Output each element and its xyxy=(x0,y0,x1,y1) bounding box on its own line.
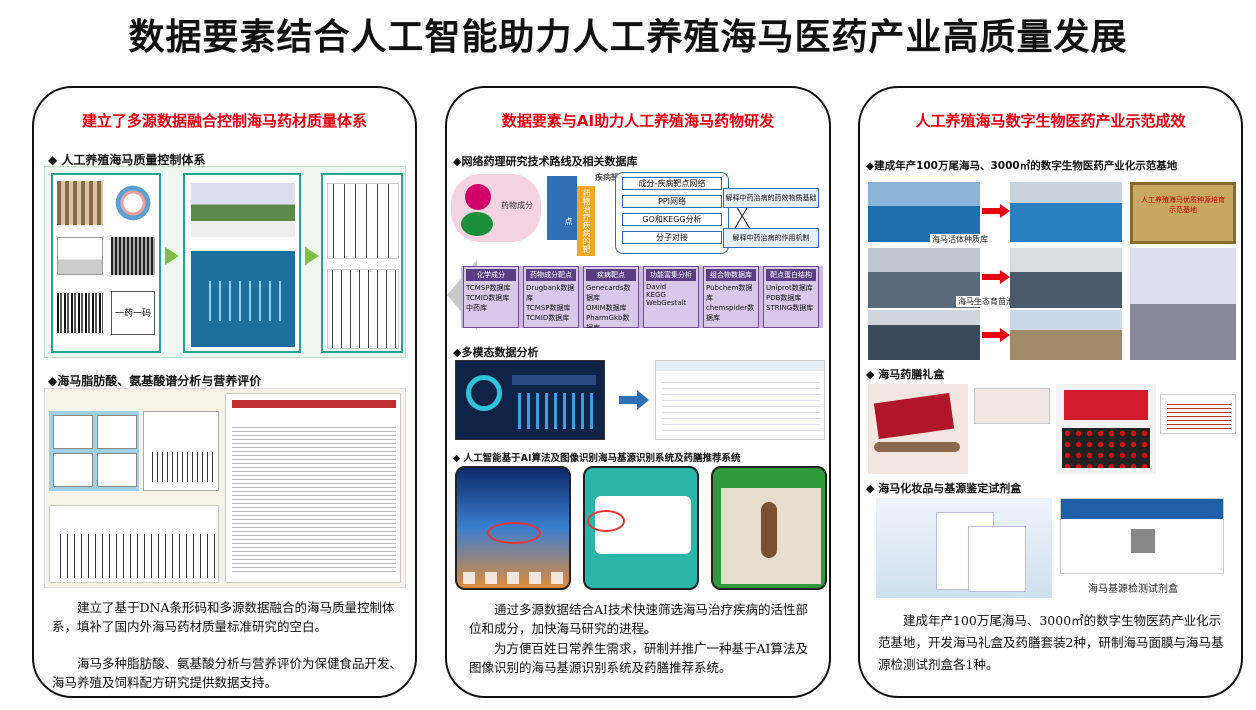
barcode-image xyxy=(57,293,103,333)
page-title: 数据要素结合人工智能助力人工养殖海马医药产业高质量发展 xyxy=(128,17,1128,58)
db-column: 药物成分靶点 Drugbank数据库 TCMSP数据库 TCMID数据库 xyxy=(523,266,579,328)
gift-set-photo xyxy=(1056,384,1156,474)
chromatogram-image xyxy=(143,411,219,491)
seahorse-specimen-image xyxy=(57,181,103,225)
panel-title: 人工养殖海马数字生物医药产业示范成效 xyxy=(915,112,1186,130)
db-column: 化学成分 TCMSP数据库 TCMID数据库 中药库 xyxy=(463,266,519,328)
panel-description: 建成年产100万尾海马、3000㎡的数字生物医药产业化示范基地，开发海马礼盒及药… xyxy=(878,613,1224,672)
facility-photo xyxy=(868,310,980,360)
tlc-plate-image xyxy=(191,251,295,347)
panel-title: 建立了多源数据融合控制海马药材质量体系 xyxy=(81,112,367,130)
analysis-step: 分子对接 xyxy=(622,231,722,244)
disease-target-label: 疾病靶点 xyxy=(595,173,627,182)
face-mask-product-photo xyxy=(876,498,1052,598)
phone-screenshot-home xyxy=(455,466,571,590)
section-heading: ◆ 人工养殖海马质量控制体系 xyxy=(48,153,206,167)
panel-description: 建立了基于DNA条形码和多源数据融合的海马质量控制体系，填补了国内外海马药材质量… xyxy=(52,600,395,634)
db-column: 组合物数据库 Pubchem数据库 chemspider数据库 xyxy=(703,266,759,328)
dna-gel-image xyxy=(111,237,155,275)
data-table-screenshot xyxy=(655,360,825,440)
db-column: 功能富集分析 David KEGG WebGestalt xyxy=(643,266,699,328)
one-drug-one-code-label: 一药一码 xyxy=(111,291,155,335)
kit-caption: 海马基源检测试剂盒 xyxy=(1088,584,1178,595)
paper-page-image xyxy=(225,393,401,583)
facility-interior-photo xyxy=(1130,248,1236,360)
seahorse-farm-photo xyxy=(868,182,980,242)
network-pharmacology-diagram: 药物成分 疾病靶点 药物治疗疾病的靶点 成分-疾病靶点网络 PPI网络 GO和K… xyxy=(447,168,829,348)
sample-photo xyxy=(191,183,295,237)
panel-description: 通过多源数据结合AI技术快速筛选海马治疗疾病的活性部位和成分，加快海马研究的进程… xyxy=(469,602,808,636)
seahorse-species-photos xyxy=(49,411,139,491)
building-photo xyxy=(1010,310,1122,360)
section-heading: ◆建成年产100万尾海马、3000㎡的数字生物医药产业化示范基地 xyxy=(866,160,1178,172)
tcm-label: 药物成分 xyxy=(501,201,533,210)
arrow-right-icon xyxy=(982,204,1010,218)
amino-acid-spectrum xyxy=(49,505,219,583)
panel-ai-drug-research: 数据要素与AI助力人工养殖海马药物研发 ◆网络药理研究技术路线及相关数据库 药物… xyxy=(445,86,831,698)
section-heading: ◆海马脂肪酸、氨基酸谱分析与营养评价 xyxy=(48,374,262,388)
arrow-right-icon xyxy=(619,390,649,410)
panel-description: 为方便百姓日常养生需求，研制并推广一种基于AI算法及图像识别的海马基源识别系统及… xyxy=(469,641,808,675)
flow-arrow xyxy=(305,247,319,265)
analysis-step: GO和KEGG分析 xyxy=(622,213,722,226)
honor-plaque: 人工养殖海马优质种源培育示范基地 xyxy=(1130,182,1236,244)
db-column: 靶点蛋白结构 Uniprot数据库 PDB数据库 STRING数据库 xyxy=(763,266,819,328)
database-table: 化学成分 TCMSP数据库 TCMID数据库 中药库 药物成分靶点 Drugba… xyxy=(461,266,823,328)
analysis-step: 成分-疾病靶点网络 xyxy=(622,177,722,190)
section-heading: ◆ 人工智能基于AI算法及图像识别海马基源识别系统及药膳推荐系统 xyxy=(453,453,741,464)
analysis-steps: 成分-疾病靶点网络 PPI网络 GO和KEGG分析 分子对接 xyxy=(615,172,729,254)
section-heading: ◆网络药理研究技术路线及相关数据库 xyxy=(453,155,638,168)
sequence-chart xyxy=(57,237,103,275)
nutrition-analysis-figure xyxy=(44,388,406,588)
dashboard-screenshot xyxy=(455,360,605,440)
gift-box-photo xyxy=(868,384,968,474)
arrow-right-icon xyxy=(982,270,1010,284)
hplc-chart xyxy=(327,183,399,259)
quality-control-figure: 一药一码 xyxy=(44,166,406,358)
outcome-box: 解释中药治病的作用机制 xyxy=(723,228,819,248)
db-column: 疾病靶点 Genecards数据库 OMIM数据库 PharmGkb数据库 xyxy=(583,266,639,328)
analysis-step: PPI网络 xyxy=(622,195,722,208)
section-heading: ◆多模态数据分析 xyxy=(453,346,539,359)
tcm-component-node: 药物成分 xyxy=(451,174,541,242)
gift-box-card xyxy=(974,388,1050,424)
phone-screenshot-app xyxy=(583,466,699,590)
detection-kit-photo xyxy=(1060,498,1224,574)
plaque-text: 人工养殖海马优质种源培育示范基地 xyxy=(1141,196,1225,214)
fingerprint-chart xyxy=(327,269,399,349)
database-bar xyxy=(547,176,577,240)
fingerprint-block xyxy=(321,173,403,353)
seahorse-tank-photo xyxy=(1010,182,1122,242)
panel-title: 数据要素与AI助力人工养殖海马药物研发 xyxy=(501,112,775,130)
phylogeny-circle-chart xyxy=(111,181,155,225)
panel-description: 海马多种脂肪酸、氨基酸分析与营养评价为保健食品开发、海马养殖及饲料配方研究提供数… xyxy=(52,656,403,690)
dna-barcode-block: 一药一码 xyxy=(51,173,161,353)
target-node: 药物治疗疾病的靶点 xyxy=(564,186,595,256)
photo-caption: 海马活体种质库 xyxy=(930,234,990,245)
section-heading: ◆ 海马药膳礼盒 xyxy=(866,368,945,381)
flow-arrow xyxy=(165,247,179,265)
section-heading: ◆ 海马化妆品与基源鉴定试剂盒 xyxy=(866,482,1022,495)
panel-quality-control: 建立了多源数据融合控制海马药材质量体系 ◆ 人工养殖海马质量控制体系 一药一码 … xyxy=(32,86,417,698)
arrow-right-icon xyxy=(982,328,1010,342)
gift-set-card xyxy=(1160,394,1236,434)
panel-industry-demo: 人工养殖海马数字生物医药产业示范成效 ◆建成年产100万尾海马、3000㎡的数字… xyxy=(858,86,1243,698)
photo-caption: 海马生态育苗池 xyxy=(956,296,1016,307)
outcome-box: 解释中药治病的药效物质基础 xyxy=(723,188,819,208)
greenhouse-photo xyxy=(1010,248,1122,308)
identification-block xyxy=(183,173,301,353)
phone-screenshot-result xyxy=(711,466,827,590)
